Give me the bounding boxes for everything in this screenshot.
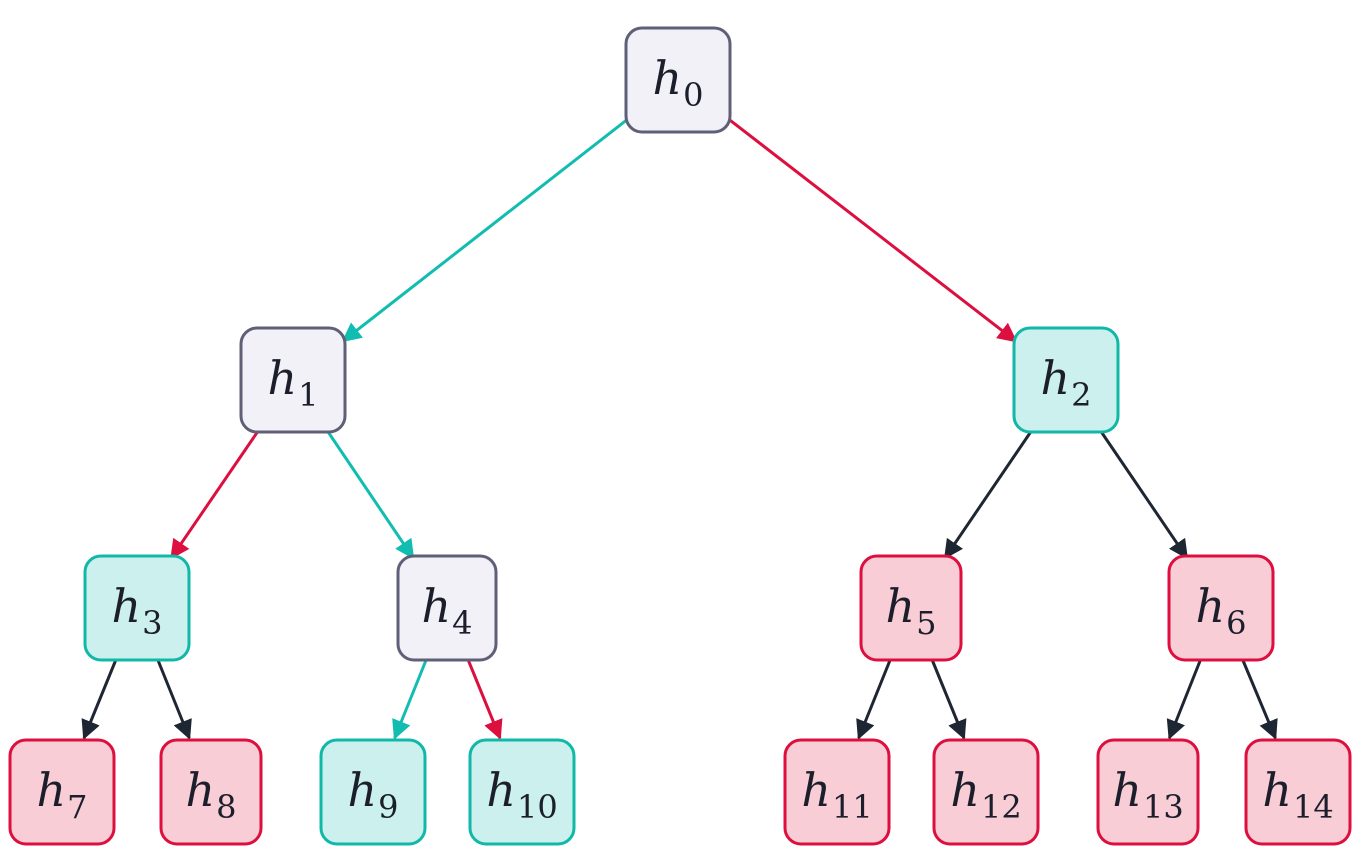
node-label-subscript: 10 [517, 788, 558, 826]
node-label: h3 [112, 579, 163, 642]
node-label-base: h [950, 763, 980, 817]
node-label: h7 [37, 763, 88, 826]
node-h8: h8 [159, 738, 263, 846]
node-h3: h3 [83, 554, 191, 662]
node-box [159, 738, 263, 846]
node-label-base: h [112, 579, 142, 633]
node-h6: h6 [1167, 554, 1275, 662]
edge-h2-to-h5 [943, 427, 1035, 560]
node-h4: h4 [396, 554, 498, 662]
node-label-subscript: 7 [67, 788, 87, 826]
node-box [319, 738, 427, 846]
edge-h6-to-h13 [1166, 659, 1202, 740]
edge-h3-to-h8 [156, 659, 192, 740]
node-h7: h7 [8, 738, 116, 846]
edge-h2-to-h6 [1097, 427, 1189, 560]
node-label-subscript: 6 [1226, 604, 1246, 642]
node-label-base: h [1196, 579, 1226, 633]
edge-h4-to-h10 [466, 659, 503, 740]
node-label: h5 [886, 579, 937, 642]
node-box [1244, 738, 1352, 846]
node-label: h12 [950, 763, 1021, 826]
node-label-subscript: 1 [298, 376, 318, 414]
node-h12: h12 [932, 738, 1040, 846]
node-label: h4 [422, 579, 473, 642]
node-h14: h14 [1244, 738, 1352, 846]
node-label-base: h [486, 763, 516, 817]
node-label-base: h [801, 763, 831, 817]
edge-h0-to-h2 [725, 116, 1018, 343]
node-label: h14 [1262, 763, 1333, 826]
node-label-base: h [348, 763, 378, 817]
node-label-base: h [1262, 763, 1292, 817]
node-h5: h5 [859, 554, 963, 662]
node-box [1012, 326, 1120, 434]
node-label-subscript: 14 [1293, 788, 1334, 826]
node-label: h13 [1112, 763, 1183, 826]
node-label-subscript: 9 [378, 788, 398, 826]
node-label: h8 [186, 763, 237, 826]
edges-layer [81, 116, 1278, 740]
node-label-base: h [37, 763, 67, 817]
edge-h4-to-h9 [392, 659, 428, 740]
node-box [468, 738, 576, 846]
edge-h5-to-h11 [856, 659, 892, 740]
node-label-subscript: 5 [916, 604, 936, 642]
node-box [783, 738, 891, 846]
node-h2: h2 [1012, 326, 1120, 434]
edge-h1-to-h3 [170, 427, 262, 560]
node-label-subscript: 12 [981, 788, 1022, 826]
node-box [859, 554, 963, 662]
node-h0: h0 [624, 26, 732, 134]
node-label-base: h [268, 351, 298, 405]
edge-h3-to-h7 [81, 659, 118, 740]
node-h11: h11 [783, 738, 891, 846]
node-box [83, 554, 191, 662]
node-label-base: h [653, 51, 683, 105]
node-label: h11 [801, 763, 872, 826]
node-label-subscript: 11 [832, 788, 873, 826]
edge-h5-to-h12 [930, 659, 967, 740]
node-label-base: h [422, 579, 452, 633]
node-label-subscript: 13 [1143, 788, 1184, 826]
node-label: h6 [1196, 579, 1247, 642]
node-h10: h10 [468, 738, 576, 846]
node-label-subscript: 8 [216, 788, 236, 826]
node-box [932, 738, 1040, 846]
node-label: h0 [653, 51, 704, 114]
node-box [1167, 554, 1275, 662]
node-box [624, 26, 732, 134]
node-h13: h13 [1096, 738, 1200, 846]
edge-h6-to-h14 [1241, 659, 1278, 740]
node-label: h2 [1041, 351, 1092, 414]
edge-h0-to-h1 [341, 116, 631, 343]
node-box [396, 554, 498, 662]
edge-h1-to-h4 [324, 427, 415, 560]
node-label-base: h [886, 579, 916, 633]
node-label: h10 [486, 763, 557, 826]
node-h9: h9 [319, 738, 427, 846]
node-label: h1 [268, 351, 319, 414]
node-label-subscript: 4 [452, 604, 472, 642]
node-h1: h1 [239, 326, 347, 434]
node-label-base: h [186, 763, 216, 817]
node-box [239, 326, 347, 434]
node-label-base: h [1041, 351, 1071, 405]
node-label-base: h [1112, 763, 1142, 817]
node-box [8, 738, 116, 846]
node-label-subscript: 2 [1071, 376, 1091, 414]
node-label: h9 [348, 763, 399, 826]
node-box [1096, 738, 1200, 846]
node-label-subscript: 3 [142, 604, 162, 642]
node-label-subscript: 0 [683, 76, 703, 114]
